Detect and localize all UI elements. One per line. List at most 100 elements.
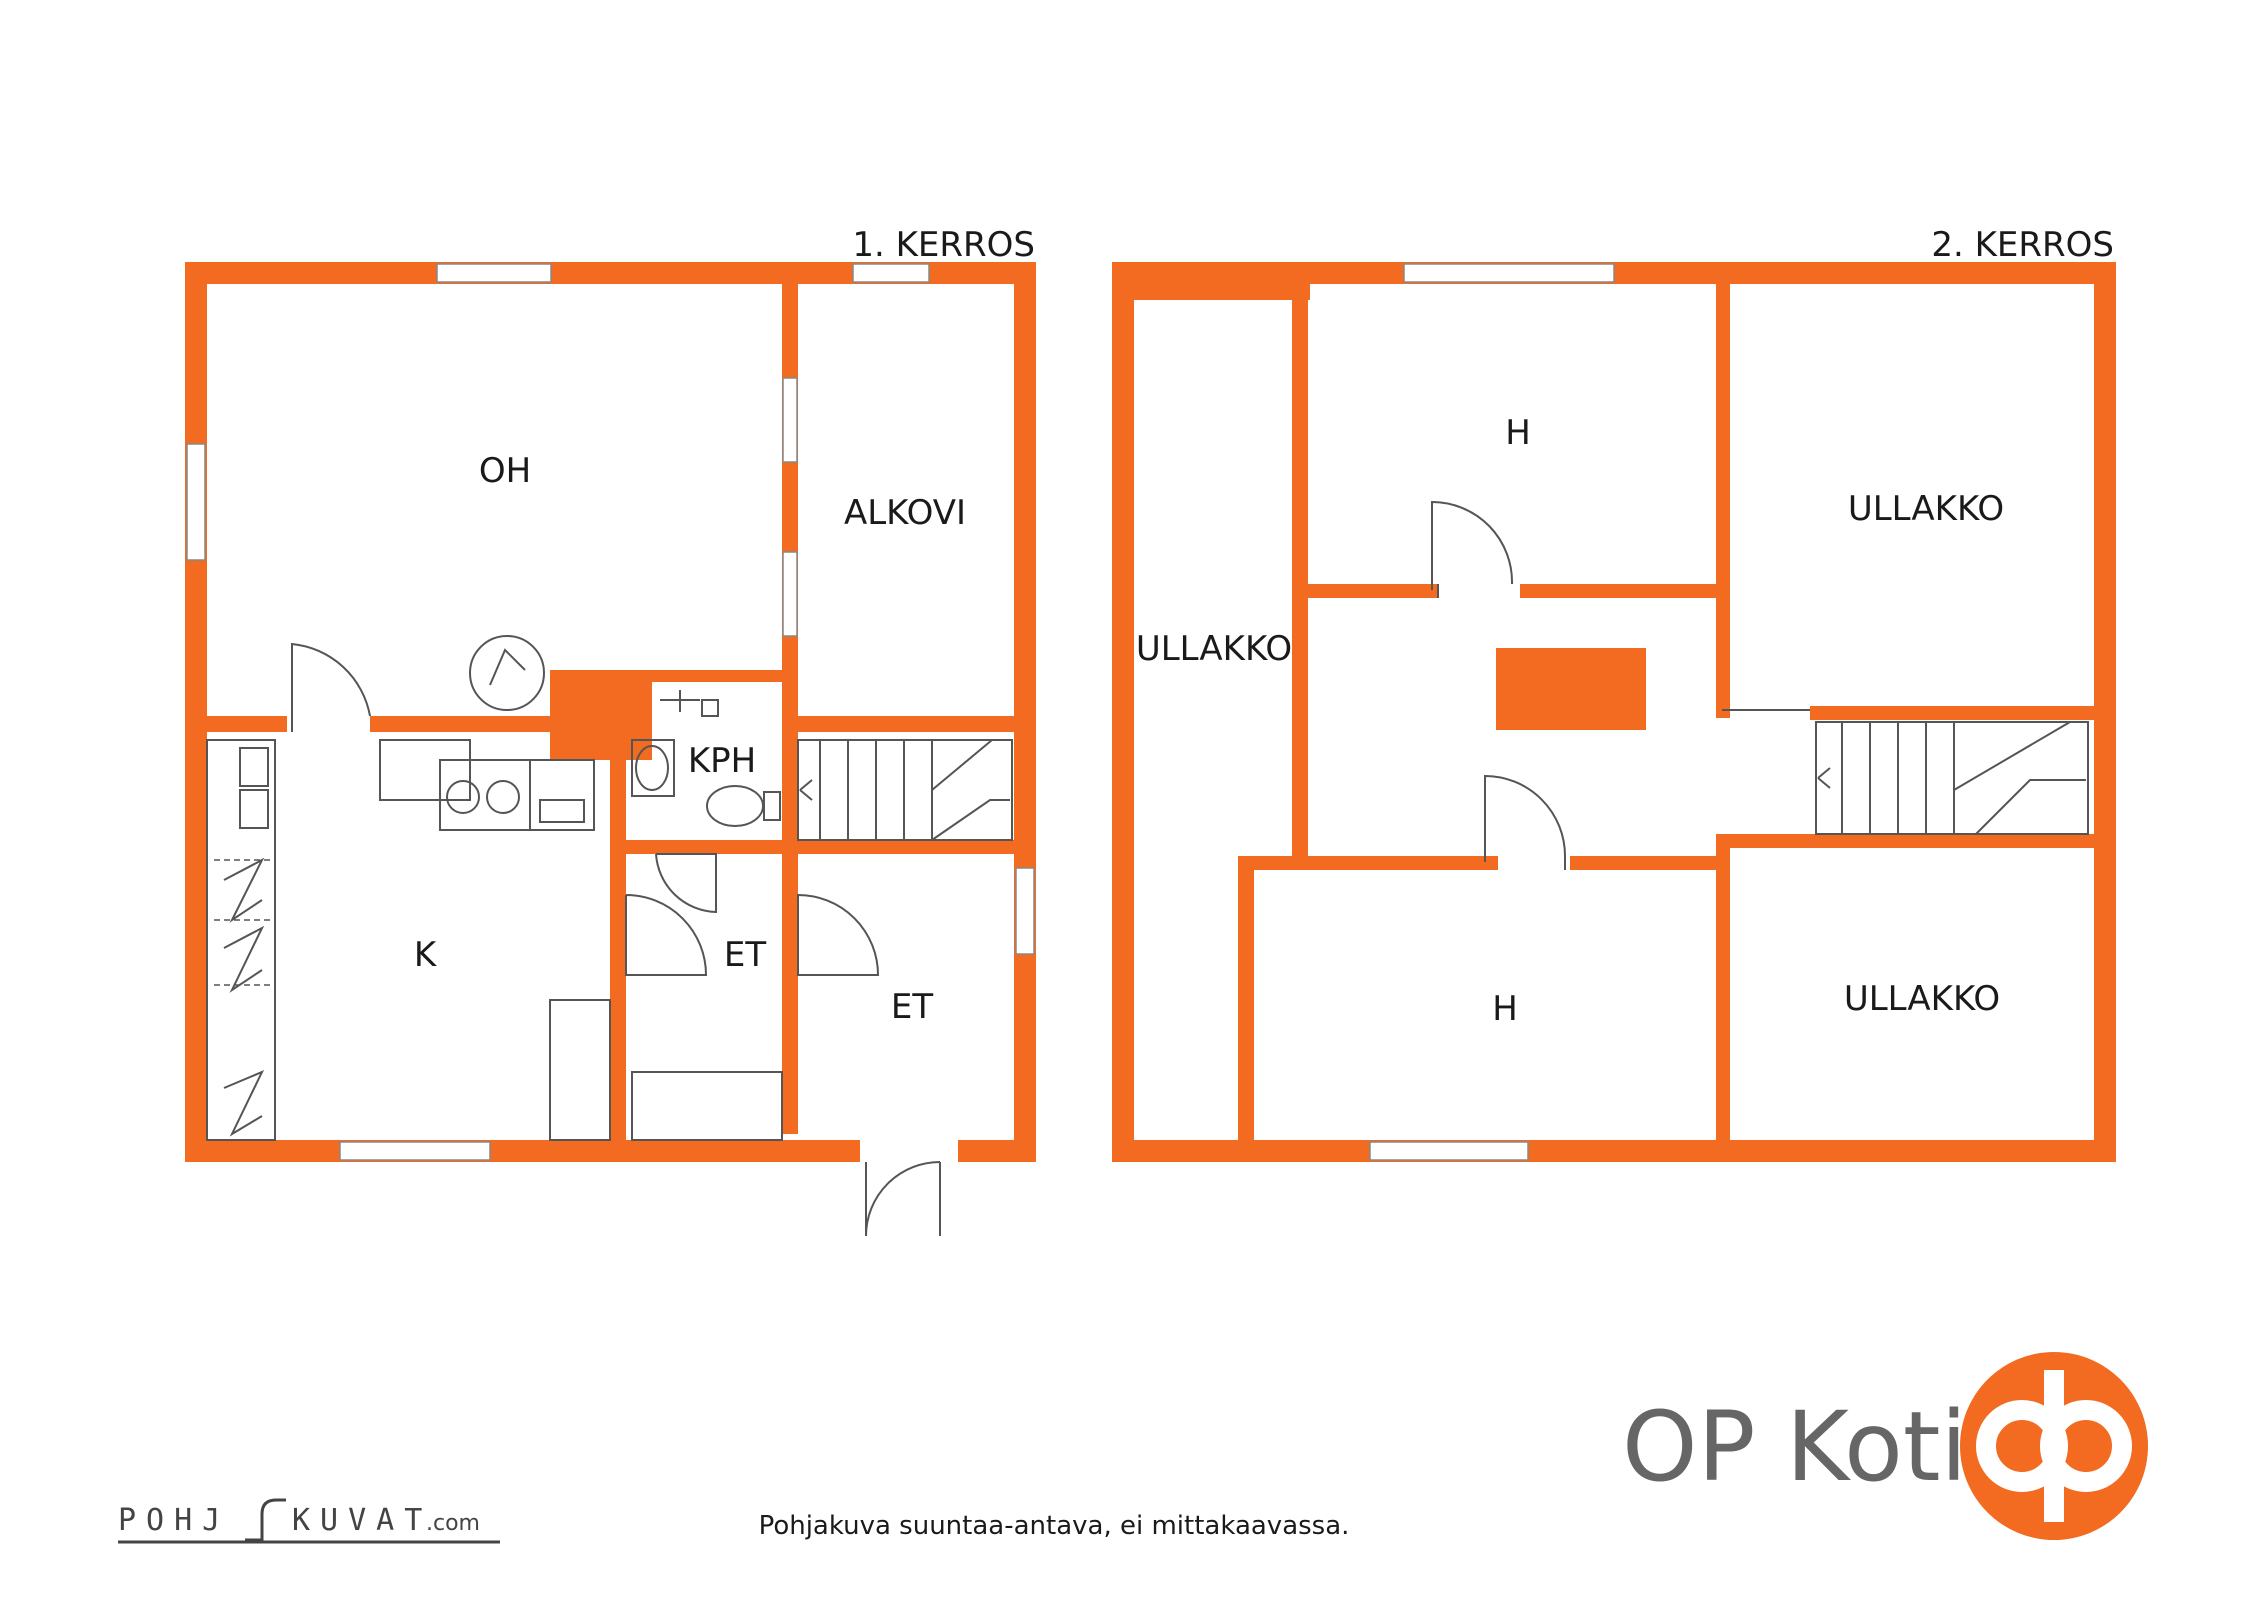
shower-head bbox=[701, 699, 719, 717]
wall bbox=[370, 716, 550, 732]
burner bbox=[486, 780, 520, 814]
toilet bbox=[706, 785, 764, 827]
room-label-k: K bbox=[414, 935, 438, 975]
wall bbox=[1308, 584, 1438, 598]
cabinet-lines bbox=[214, 859, 270, 986]
wall bbox=[782, 284, 798, 1134]
stair-outline bbox=[1815, 721, 2089, 835]
room-label-h-top: H bbox=[1505, 413, 1531, 453]
pohjakuvat-logo-right: KUVAT bbox=[292, 1503, 432, 1538]
room-label-h-bottom: H bbox=[1492, 989, 1518, 1029]
window bbox=[1403, 263, 1615, 283]
door bbox=[1484, 774, 1566, 870]
stairs bbox=[797, 739, 1013, 841]
wall bbox=[1520, 584, 1724, 598]
sink-basin bbox=[635, 745, 669, 791]
wall bbox=[1810, 706, 2094, 720]
sink bbox=[239, 747, 269, 787]
wall bbox=[1238, 856, 1498, 870]
window bbox=[1015, 867, 1035, 955]
kitchen-counter bbox=[206, 739, 276, 1141]
toilet-tank bbox=[763, 791, 781, 821]
wall bbox=[1292, 284, 1308, 856]
wall bbox=[798, 840, 1014, 854]
door bbox=[1431, 500, 1514, 598]
wall bbox=[1238, 856, 1254, 1140]
door bbox=[655, 853, 717, 914]
wall bbox=[550, 670, 652, 760]
appliance-mark bbox=[223, 1070, 265, 1137]
wall bbox=[1112, 1140, 2116, 1162]
wall bbox=[1014, 262, 1036, 1162]
stove bbox=[439, 759, 531, 831]
wall bbox=[207, 716, 287, 732]
stair-winder bbox=[1953, 721, 2086, 835]
wall bbox=[2094, 262, 2116, 1162]
room-label-et-inner: ET bbox=[724, 935, 766, 975]
pohjakuvat-logo-left: POHJ bbox=[118, 1503, 230, 1538]
wall bbox=[1570, 856, 1724, 870]
brand-name: OP Koti bbox=[1622, 1391, 1967, 1503]
window bbox=[1369, 1141, 1529, 1161]
disclaimer-text: Pohjakuva suuntaa-antava, ei mittakaavas… bbox=[759, 1511, 1350, 1541]
stair-treads bbox=[819, 740, 933, 840]
sink bbox=[239, 789, 269, 829]
burner bbox=[446, 780, 480, 814]
room-label-kph: KPH bbox=[688, 741, 756, 781]
appliance-mark bbox=[223, 857, 265, 923]
bath-sink bbox=[631, 739, 675, 797]
wall bbox=[1716, 836, 1730, 1140]
wall bbox=[1134, 284, 1310, 300]
oven-panel bbox=[539, 799, 585, 823]
op-logo-icon bbox=[1960, 1352, 2148, 1540]
wall bbox=[185, 262, 1036, 284]
appliance-mark bbox=[223, 925, 265, 993]
oven bbox=[529, 759, 595, 831]
floor-2-plan: 2. KERROS bbox=[1112, 225, 2116, 1162]
bench bbox=[631, 1071, 783, 1141]
counter-block bbox=[379, 739, 471, 801]
stair-treads bbox=[1841, 722, 1955, 834]
wall bbox=[1716, 834, 2094, 848]
pohjakuvat-logo-mark bbox=[245, 1498, 286, 1542]
pohjakuvat-logo-domain: .com bbox=[426, 1511, 480, 1536]
room-label-alkovi: ALKOVI bbox=[844, 493, 966, 533]
room-label-et-outer: ET bbox=[891, 987, 933, 1027]
window bbox=[782, 551, 798, 637]
floor-1-label: 1. KERROS bbox=[852, 225, 1035, 265]
room-label-ullakko-left: ULLAKKO bbox=[1136, 629, 1292, 669]
window bbox=[852, 263, 930, 283]
window bbox=[782, 377, 798, 463]
wall bbox=[185, 262, 207, 1162]
stair-arrow-icon bbox=[1817, 767, 1831, 789]
stairs bbox=[1815, 721, 2089, 835]
floor-2-label: 2. KERROS bbox=[1931, 225, 2114, 265]
window bbox=[339, 1141, 491, 1161]
wardrobe bbox=[549, 999, 611, 1141]
wall bbox=[610, 760, 626, 1140]
door bbox=[865, 1161, 941, 1237]
fireplace-mark bbox=[489, 648, 526, 686]
room-label-oh: OH bbox=[479, 451, 531, 491]
fireplace bbox=[469, 635, 545, 711]
chimney bbox=[1496, 648, 1646, 730]
door bbox=[291, 642, 371, 732]
stair-winder bbox=[931, 739, 1010, 841]
wall bbox=[185, 1140, 860, 1162]
wall bbox=[798, 716, 1014, 732]
wall bbox=[958, 1140, 1036, 1162]
door bbox=[625, 894, 708, 976]
wall bbox=[626, 840, 798, 854]
wall bbox=[652, 670, 798, 682]
room-label-ullakko-top-right: ULLAKKO bbox=[1848, 489, 2004, 529]
shower-mark bbox=[660, 690, 700, 712]
pohjakuvat-logo: POHJ KUVAT .com bbox=[118, 1498, 500, 1544]
floor-1-plan: 1. KERROS bbox=[185, 225, 1036, 1237]
stair-arrow-icon bbox=[799, 779, 813, 801]
wall bbox=[1112, 262, 1134, 1162]
window bbox=[186, 443, 206, 561]
room-label-ullakko-bottom-right: ULLAKKO bbox=[1844, 979, 2000, 1019]
wall bbox=[1716, 284, 1730, 718]
door bbox=[797, 893, 880, 976]
